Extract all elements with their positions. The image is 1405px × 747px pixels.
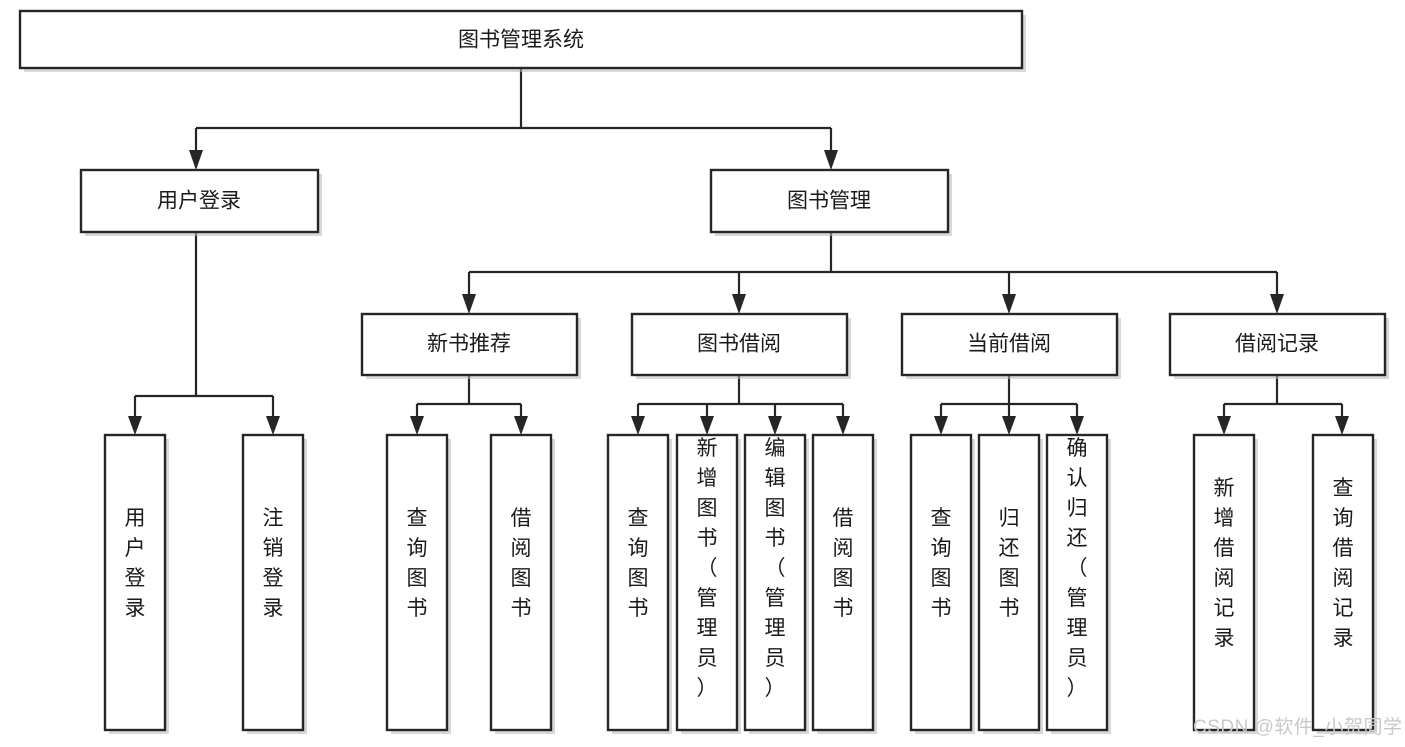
book-borrow-label: 图书借阅 xyxy=(697,333,781,356)
node-leaf-confirm-return[interactable]: 确认归还（管理员） xyxy=(1045,433,1111,734)
leaf-add-book-label: 新增图书（管理员） xyxy=(697,437,718,700)
arrow-to-leaf-add-book xyxy=(700,416,714,435)
node-new-book-recommend[interactable]: 新书推荐 xyxy=(360,312,581,379)
arrow-to-leaf-query-record xyxy=(1335,416,1349,435)
current-borrow-box xyxy=(900,312,1119,377)
node-leaf-user-logout[interactable]: 注销登录 xyxy=(241,433,307,734)
node-leaf-add-book[interactable]: 新增图书（管理员） xyxy=(675,433,741,734)
node-leaf-add-record[interactable]: 新增借阅记录 xyxy=(1192,433,1258,734)
arrow-to-leaf-borrow-book-2 xyxy=(836,416,850,435)
leaf-add-record-label: 新增借阅记录 xyxy=(1214,477,1235,650)
leaf-confirm-return-label: 确认归还（管理员） xyxy=(1067,437,1088,700)
leaf-borrow-book-1-box xyxy=(489,433,553,732)
node-leaf-borrow-book-2[interactable]: 借阅图书 xyxy=(811,433,877,734)
new-book-recommend-label: 新书推荐 xyxy=(427,333,511,356)
leaf-borrow-book-1-label: 借阅图书 xyxy=(511,507,532,620)
csdn-watermark: CSDN @软件_小贺同学 xyxy=(1193,716,1402,738)
node-leaf-edit-book[interactable]: 编辑图书（管理员） xyxy=(743,433,809,734)
node-borrow-record[interactable]: 借阅记录 xyxy=(1168,312,1389,379)
leaf-query-book-1-box xyxy=(385,433,449,732)
arrow-to-current-borrow xyxy=(1002,294,1016,314)
leaf-query-record-box xyxy=(1311,433,1375,732)
arrow-to-leaf-return-book xyxy=(1002,416,1016,435)
book-borrow-box xyxy=(630,312,849,377)
arrow-to-leaf-user-logout xyxy=(266,416,280,435)
leaf-user-login-label: 用户登录 xyxy=(125,507,146,620)
arrow-to-leaf-confirm-return xyxy=(1070,416,1084,435)
arrow-root-to-book-management xyxy=(824,150,838,170)
node-leaf-borrow-book-1[interactable]: 借阅图书 xyxy=(489,433,555,734)
arrow-to-leaf-user-login xyxy=(128,416,142,435)
leaf-user-logout-box xyxy=(241,433,305,732)
node-leaf-return-book[interactable]: 归还图书 xyxy=(977,433,1043,734)
node-leaf-user-login[interactable]: 用户登录 xyxy=(103,433,169,734)
root-label: 图书管理系统 xyxy=(458,29,584,52)
user-login-label: 用户登录 xyxy=(157,190,241,213)
node-user-login[interactable]: 用户登录 xyxy=(79,168,322,236)
node-book-management[interactable]: 图书管理 xyxy=(709,168,952,236)
leaf-confirm-return-box xyxy=(1045,433,1109,732)
leaf-borrow-book-2-label: 借阅图书 xyxy=(833,507,854,620)
leaf-query-record-label: 查询借阅记录 xyxy=(1333,477,1354,650)
arrow-to-leaf-query-book-3 xyxy=(934,416,948,435)
node-leaf-query-book-2[interactable]: 查询图书 xyxy=(606,433,672,734)
arrow-to-leaf-query-book-1 xyxy=(410,416,424,435)
arrow-to-borrow-record xyxy=(1270,294,1284,314)
borrow-record-label: 借阅记录 xyxy=(1235,333,1319,356)
arrow-to-leaf-query-book-2 xyxy=(631,416,645,435)
borrow-record-box xyxy=(1168,312,1387,377)
leaf-user-logout-label: 注销登录 xyxy=(263,507,284,620)
node-root[interactable]: 图书管理系统 xyxy=(18,9,1026,72)
leaf-edit-book-label: 编辑图书（管理员） xyxy=(765,437,786,700)
arrow-to-book-borrow xyxy=(732,294,746,314)
book-management-box xyxy=(709,168,950,234)
leaf-query-book-3-box xyxy=(909,433,973,732)
node-leaf-query-book-1[interactable]: 查询图书 xyxy=(385,433,451,734)
leaf-query-book-2-label: 查询图书 xyxy=(628,507,649,620)
node-book-borrow[interactable]: 图书借阅 xyxy=(630,312,851,379)
user-login-box xyxy=(79,168,320,234)
node-leaf-query-book-3[interactable]: 查询图书 xyxy=(909,433,975,734)
arrow-to-leaf-add-record xyxy=(1217,416,1231,435)
arrow-root-to-user-login xyxy=(189,150,203,170)
book-management-label: 图书管理 xyxy=(787,190,871,213)
leaf-add-book-box xyxy=(675,433,739,732)
leaf-return-book-label: 归还图书 xyxy=(999,507,1020,620)
leaf-add-record-box xyxy=(1192,433,1256,732)
root-box xyxy=(18,9,1024,70)
leaf-user-login-box xyxy=(103,433,167,732)
new-book-recommend-box xyxy=(360,312,579,377)
arrow-to-new-book-recommend xyxy=(462,294,476,314)
leaf-query-book-3-label: 查询图书 xyxy=(931,507,952,620)
leaf-borrow-book-2-box xyxy=(811,433,875,732)
leaf-query-book-2-box xyxy=(606,433,670,732)
node-leaf-query-record[interactable]: 查询借阅记录 xyxy=(1311,433,1377,734)
leaf-edit-book-box xyxy=(743,433,807,732)
current-borrow-label: 当前借阅 xyxy=(967,333,1051,356)
node-current-borrow[interactable]: 当前借阅 xyxy=(900,312,1121,379)
leaf-return-book-box xyxy=(977,433,1041,732)
arrow-to-leaf-edit-book xyxy=(768,416,782,435)
connector-layer xyxy=(128,68,1349,435)
arrow-to-leaf-borrow-book-1 xyxy=(514,416,528,435)
leaf-query-book-1-label: 查询图书 xyxy=(407,507,428,620)
